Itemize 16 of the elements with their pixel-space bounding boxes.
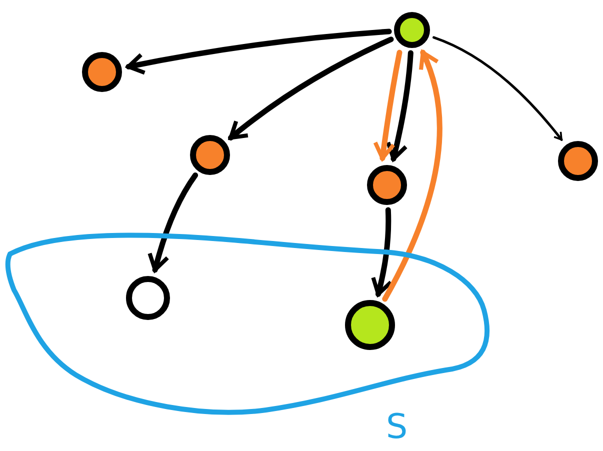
circle-node <box>344 299 396 351</box>
circle-node <box>189 134 231 176</box>
arrow <box>432 36 563 141</box>
circle-node <box>125 275 171 321</box>
circle-node <box>557 140 599 182</box>
arrow <box>126 28 392 75</box>
circle-node <box>393 11 431 49</box>
circle-node <box>366 164 408 206</box>
arrow <box>386 50 414 162</box>
arrow <box>382 50 442 302</box>
arrow <box>148 172 198 273</box>
arrow <box>228 36 394 140</box>
arrow <box>373 50 402 161</box>
arrow <box>370 207 393 297</box>
circle-node <box>81 51 123 93</box>
set-label: S <box>386 410 408 444</box>
